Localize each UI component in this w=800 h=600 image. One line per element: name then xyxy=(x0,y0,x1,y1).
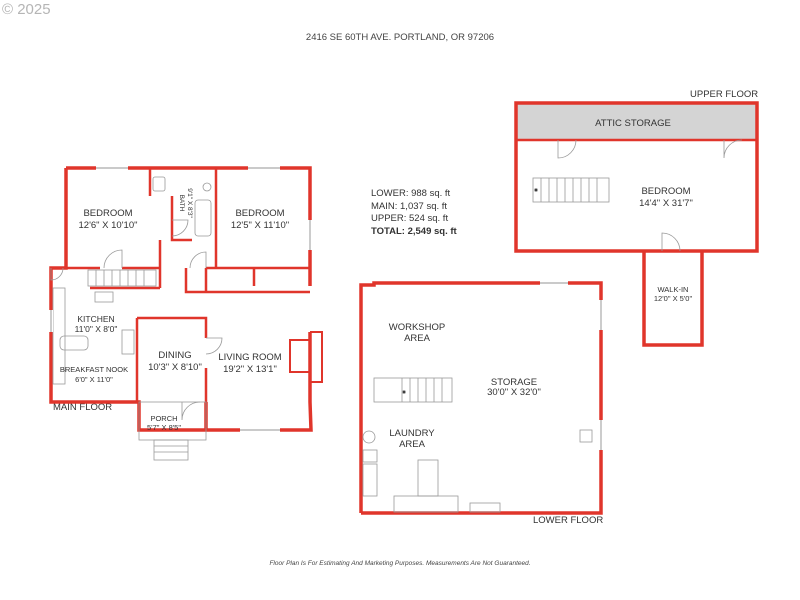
main-fixtures xyxy=(52,176,212,385)
dining-dimensions: 10'3" X 8'10" xyxy=(148,362,202,373)
upper-bedroom-label: BEDROOM xyxy=(641,186,690,197)
room-labels: BEDROOM 12'6" X 10'10" BATH 9'1" X 8'3" … xyxy=(60,118,693,450)
bedroom2-dimensions: 12'5" X 11'10" xyxy=(231,220,289,231)
storage-dimensions: 30'0" X 32'0" xyxy=(487,387,541,398)
hall-wall xyxy=(90,268,310,294)
dining-label: DINING xyxy=(158,350,191,361)
main-floor-label: MAIN FLOOR xyxy=(53,402,113,413)
upper-doors xyxy=(557,139,743,252)
walk-in-wall xyxy=(642,251,704,347)
porch-label: PORCH xyxy=(150,414,177,423)
upper-floor-label: UPPER FLOOR xyxy=(690,89,759,100)
porch-steps xyxy=(153,439,189,461)
workshop-area-label: AREA xyxy=(404,333,431,344)
lower-floor-label: LOWER FLOOR xyxy=(533,515,604,526)
lower-floor-outer-wall xyxy=(359,281,603,515)
upper-floor-outer-wall xyxy=(514,101,759,253)
bath-wall xyxy=(148,168,218,268)
living-room-dimensions: 19'2" X 13'1" xyxy=(223,364,277,375)
walk-in-label: WALK-IN xyxy=(658,285,689,294)
walk-in-dimensions: 12'0" X 5'0" xyxy=(654,294,693,303)
bedroom2-label: BEDROOM xyxy=(235,208,284,219)
lower-floor-plan xyxy=(359,281,603,515)
bedroom1-dimensions: 12'6" X 10'10" xyxy=(79,220,138,231)
lower-stairs xyxy=(373,377,453,403)
lower-windows xyxy=(540,281,603,450)
breakfast-nook-dimensions: 6'0" X 11'0" xyxy=(75,375,113,384)
upper-stairs xyxy=(532,177,610,203)
laundry-area-label: AREA xyxy=(399,439,426,450)
porch-dimensions: 5'7" X 8'5" xyxy=(147,423,181,432)
bath-label: BATH xyxy=(178,195,185,212)
fireplace xyxy=(289,331,323,383)
attic-storage-fill xyxy=(516,103,757,140)
main-floor-plan xyxy=(49,166,323,461)
breakfast-nook-label: BREAKFAST NOOK xyxy=(60,365,128,374)
bedroom2-wall xyxy=(206,266,310,286)
main-windows xyxy=(49,166,312,432)
dining-wall xyxy=(135,316,208,402)
storage-label: STORAGE xyxy=(491,377,537,388)
kitchen-label: KITCHEN xyxy=(77,314,114,324)
attic-storage-label: ATTIC STORAGE xyxy=(595,118,671,129)
address-title: 2416 SE 60TH AVE. PORTLAND, OR 97206 xyxy=(305,32,495,43)
bedroom1-label: BEDROOM xyxy=(83,208,132,219)
main-stairs xyxy=(87,269,157,287)
lower-fixtures xyxy=(362,429,593,513)
upper-bedroom-dimensions: 14'4" X 31'7" xyxy=(639,198,693,209)
kitchen-dimensions: 11'0" X 8'0" xyxy=(75,324,118,334)
bedroom1-wall xyxy=(66,240,162,270)
bath-dimensions: 9'1" X 8'3" xyxy=(186,188,193,218)
sqft-lower: LOWER: 988 sq. ft xyxy=(371,188,451,199)
workshop-label: WORKSHOP xyxy=(389,322,445,333)
copyright-watermark: © 2025 xyxy=(2,1,51,18)
disclaimer: Floor Plan Is For Estimating And Marketi… xyxy=(269,560,531,567)
sqft-upper: UPPER: 524 sq. ft xyxy=(371,213,449,224)
living-room-label: LIVING ROOM xyxy=(218,352,281,363)
main-doors xyxy=(50,219,223,421)
laundry-label: LAUNDRY xyxy=(389,428,435,439)
sqft-summary: LOWER: 988 sq. ft MAIN: 1,037 sq. ft UPP… xyxy=(371,188,457,238)
sqft-main: MAIN: 1,037 sq. ft xyxy=(371,200,448,212)
upper-floor-plan xyxy=(514,101,759,347)
sqft-total: TOTAL: 2,549 sq. ft xyxy=(371,225,457,237)
